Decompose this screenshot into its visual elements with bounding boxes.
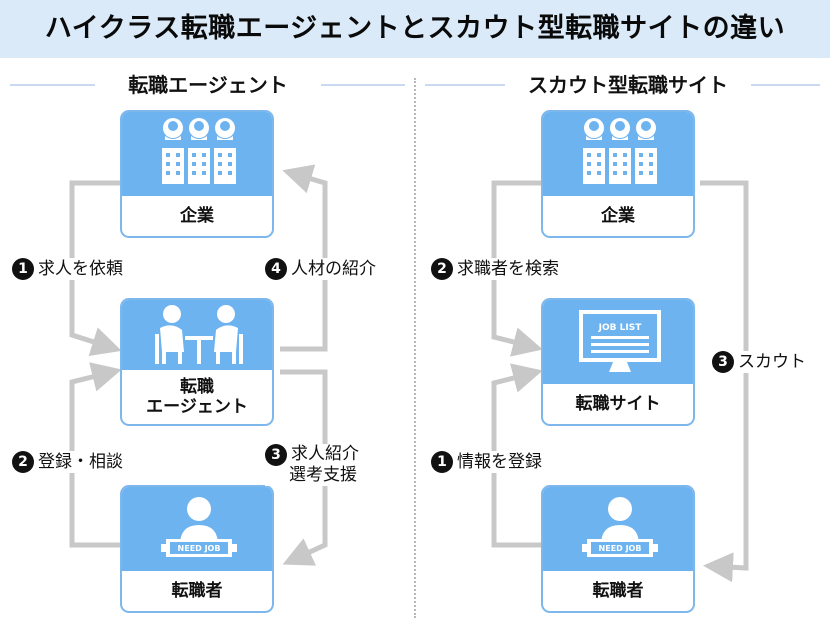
people-icon [584, 118, 656, 140]
left-section-heading: 転職エージェント [95, 70, 321, 100]
building-icon [583, 148, 657, 184]
people-icon [163, 118, 235, 140]
step-text: 登録・相談 [38, 452, 123, 472]
step-right-1: 1 情報を登録 [431, 451, 542, 473]
company-label: 企業 [180, 206, 214, 226]
monitor-icon: JOB LIST [579, 310, 661, 372]
need-job-text: NEED JOB [178, 544, 221, 553]
step-number: 1 [12, 258, 34, 280]
title-banner [0, 0, 830, 58]
person-icon [601, 497, 639, 545]
left-seeker-card: NEED JOB 転職者 [120, 485, 274, 613]
right-company-card: 企業 [541, 110, 695, 238]
site-illustration: JOB LIST [543, 300, 693, 384]
step-text-line2: 選考支援 [289, 465, 357, 485]
step-text: 求人紹介 [291, 444, 359, 464]
right-section-heading: スカウト型転職サイト [505, 70, 751, 100]
agent-label-line1: 転職 [179, 377, 214, 397]
seeker-label: 転職者 [171, 581, 223, 601]
step-left-1: 1 求人を依頼 [12, 258, 123, 280]
step-left-3: 3 求人紹介選考支援 [265, 444, 359, 486]
step-left-2: 2 登録・相談 [12, 451, 123, 473]
person-icon [180, 497, 218, 545]
step-text: 求人を依頼 [38, 259, 123, 279]
section-divider [414, 78, 416, 618]
arrow-right-3 [700, 180, 749, 583]
agent-label: 転職 エージェント [122, 370, 272, 424]
site-label: 転職サイト [575, 394, 661, 414]
step-text: スカウト [738, 352, 806, 372]
agent-label-line2: エージェント [146, 397, 248, 417]
step-text: 人材の紹介 [291, 259, 376, 279]
step-text: 求職者を検索 [457, 259, 559, 279]
site-card: JOB LIST 転職サイト [541, 298, 695, 426]
company-label: 企業 [601, 206, 635, 226]
step-number: 3 [265, 444, 287, 466]
building-icon [162, 148, 236, 184]
right-seeker-card: NEED JOB 転職者 [541, 485, 695, 613]
step-number: 2 [12, 451, 34, 473]
need-job-text: NEED JOB [599, 544, 642, 553]
step-number: 1 [431, 451, 453, 473]
seeker-label: 転職者 [592, 581, 644, 601]
meeting-illustration [122, 300, 272, 370]
agent-card: 転職 エージェント [120, 298, 274, 426]
seeker-illustration: NEED JOB [543, 487, 693, 571]
page-title: ハイクラス転職エージェントとスカウト型転職サイトの違い [44, 13, 786, 44]
step-number: 2 [431, 258, 453, 280]
seeker-illustration: NEED JOB [122, 487, 272, 571]
step-right-2: 2 求職者を検索 [431, 258, 559, 280]
need-job-sign: NEED JOB [582, 539, 658, 557]
company-illustration [543, 112, 693, 196]
need-job-sign: NEED JOB [161, 539, 237, 557]
meeting-icon [155, 305, 243, 364]
left-company-card: 企業 [120, 110, 274, 238]
step-left-4: 4 人材の紹介 [265, 258, 376, 280]
step-text: 情報を登録 [457, 452, 542, 472]
job-list-text: JOB LIST [598, 323, 643, 333]
step-number: 4 [265, 258, 287, 280]
company-illustration [122, 112, 272, 196]
step-right-3: 3 スカウト [712, 351, 806, 373]
step-number: 3 [712, 351, 734, 373]
